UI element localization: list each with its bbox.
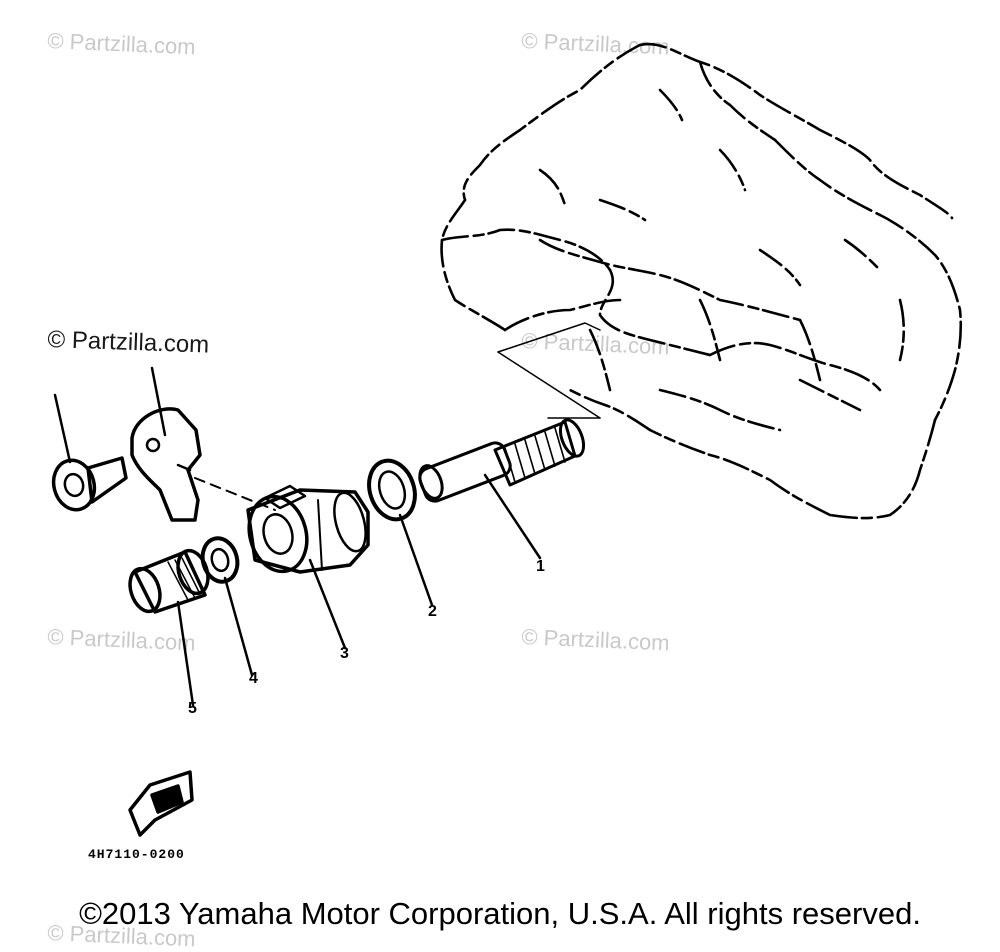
part-bolt	[51, 456, 128, 512]
engine-case-outline	[440, 42, 963, 520]
callout-1: 1	[536, 558, 545, 575]
callout-3: 3	[340, 645, 349, 662]
front-direction-arrow-icon	[128, 770, 194, 837]
leader-line-bolt	[53, 393, 72, 464]
leader-line-1	[483, 473, 542, 560]
leader-line-5	[176, 600, 195, 707]
part-1-gear-shaft	[418, 418, 586, 503]
copyright-notice: ©2013 Yamaha Motor Corporation, U.S.A. A…	[79, 896, 921, 931]
callout-4: 4	[249, 670, 258, 687]
part-5-collar	[128, 548, 210, 614]
part-stopper-plate	[130, 407, 202, 522]
callout-2: 2	[428, 603, 437, 620]
callout-5: 5	[188, 700, 197, 717]
part-3-housing	[246, 484, 370, 574]
assembly-guide-lines	[497, 322, 601, 419]
part-2-o-ring	[367, 458, 417, 522]
leader-line-3	[308, 558, 347, 650]
leader-line-2	[398, 513, 434, 607]
leader-line-4	[223, 576, 254, 677]
diagram-code: 4H7110-0200	[88, 847, 185, 862]
leader-line-plate	[150, 366, 167, 437]
